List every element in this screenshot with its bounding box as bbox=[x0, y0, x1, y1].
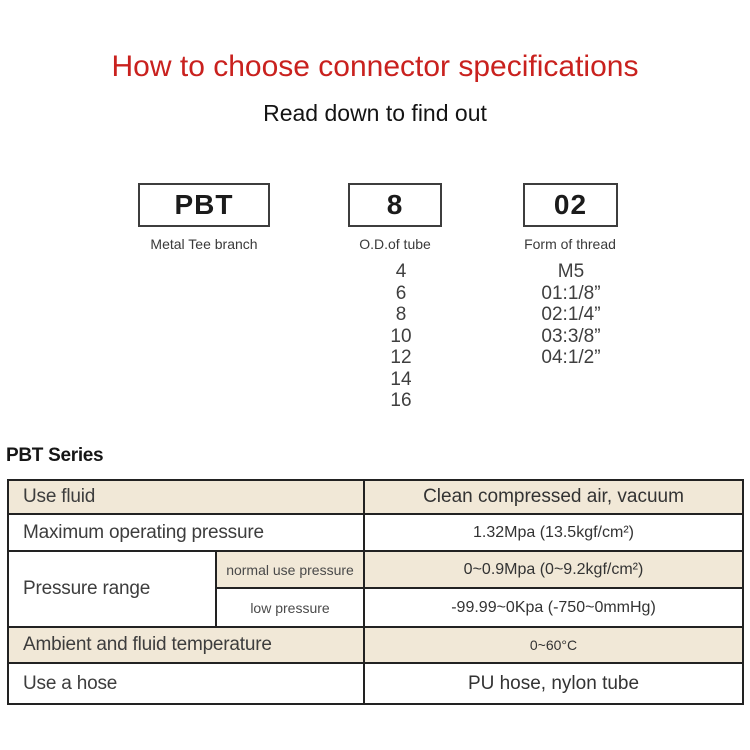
code-box-series-label: Metal Tee branch bbox=[150, 236, 258, 252]
code-box-thread-label: Form of thread bbox=[524, 236, 616, 252]
code-box-tube-od: 8 bbox=[348, 183, 442, 227]
code-box-thread: 02 bbox=[523, 183, 618, 227]
tube-od-option: 8 bbox=[395, 304, 407, 325]
table-row: low pressure -99.99~0Kpa (-750~0mmHg) bbox=[8, 587, 744, 628]
thread-form-option: M5 bbox=[557, 261, 585, 282]
row-label: Use a hose bbox=[7, 662, 365, 705]
row-value: Clean compressed air, vacuum bbox=[363, 479, 744, 515]
table-row: Pressure range normal use pressure 0~0.9… bbox=[7, 550, 744, 628]
row-value: 1.32Mpa (13.5kgf/cm²) bbox=[363, 513, 744, 552]
tube-od-option: 16 bbox=[390, 390, 412, 411]
tube-od-option-list: 4 6 8 10 12 14 16 bbox=[321, 261, 481, 412]
thread-form-option: 02:1/4” bbox=[541, 304, 601, 325]
page-subtitle: Read down to find out bbox=[263, 100, 487, 126]
table-row: Use a hose PU hose, nylon tube bbox=[7, 662, 744, 705]
series-heading: PBT Series bbox=[6, 445, 104, 466]
sub-row-value: 0~0.9Mpa (0~9.2kgf/cm²) bbox=[363, 550, 744, 589]
row-label: Maximum operating pressure bbox=[7, 513, 365, 552]
tube-od-option: 4 bbox=[395, 261, 407, 282]
tube-od-option: 12 bbox=[390, 347, 412, 368]
thread-form-option: 04:1/2” bbox=[541, 347, 601, 368]
page-title: How to choose connector specifications bbox=[111, 50, 639, 83]
code-box-series: PBT bbox=[138, 183, 270, 227]
row-label: Use fluid bbox=[7, 479, 365, 515]
row-value: PU hose, nylon tube bbox=[363, 662, 744, 705]
spec-table: Use fluid Clean compressed air, vacuum M… bbox=[7, 479, 744, 705]
code-box-tube-od-label: O.D.of tube bbox=[359, 236, 431, 252]
row-label: Ambient and fluid temperature bbox=[7, 626, 365, 664]
tube-od-option: 6 bbox=[395, 282, 407, 304]
thread-form-option-list: M5 01:1/8” 02:1/4” 03:3/8” 04:1/2” bbox=[491, 261, 651, 369]
thread-form-option: 03:3/8” bbox=[541, 325, 601, 347]
thread-form-option: 01:1/8” bbox=[541, 282, 601, 304]
tube-od-option: 10 bbox=[390, 325, 412, 347]
row-value: 0~60°C bbox=[363, 626, 744, 664]
sub-row-label: normal use pressure bbox=[215, 550, 365, 589]
table-row: Use fluid Clean compressed air, vacuum bbox=[7, 479, 744, 515]
sub-row-label: low pressure bbox=[215, 587, 365, 628]
row-label: Pressure range bbox=[7, 550, 217, 628]
table-row: Maximum operating pressure 1.32Mpa (13.5… bbox=[7, 513, 744, 552]
tube-od-option: 14 bbox=[390, 368, 412, 390]
sub-row-value: -99.99~0Kpa (-750~0mmHg) bbox=[363, 587, 744, 628]
table-row: Ambient and fluid temperature 0~60°C bbox=[7, 626, 744, 664]
